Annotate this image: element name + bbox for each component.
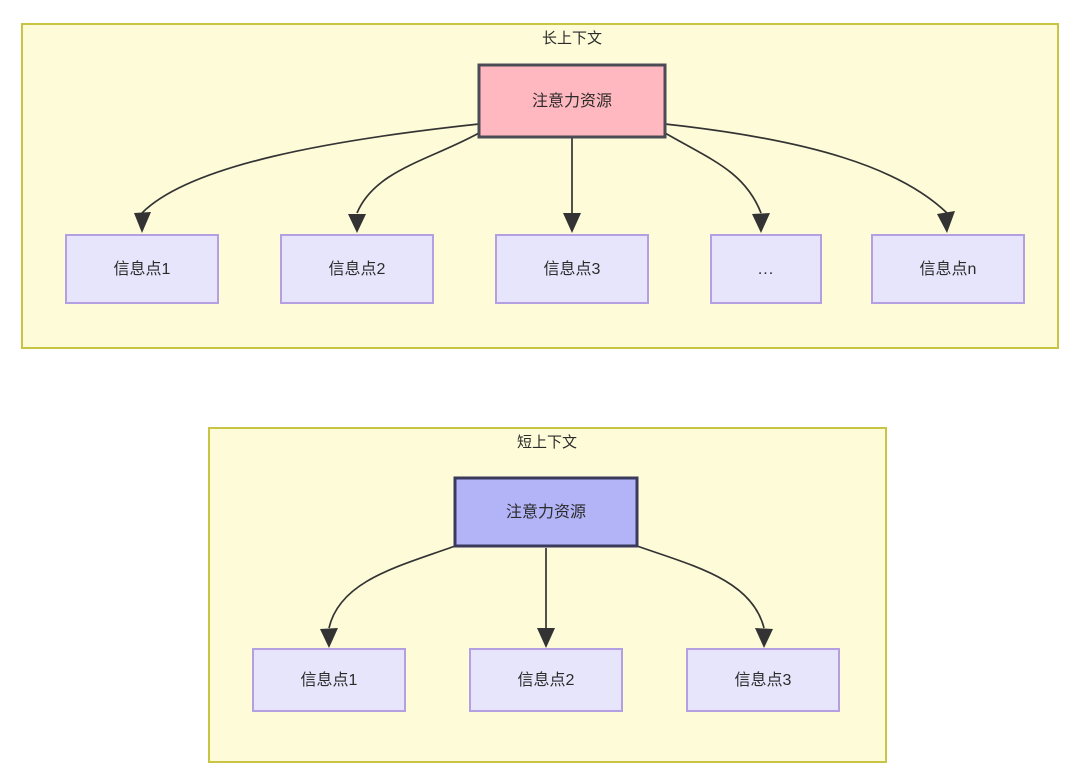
node-info-point-2-short[interactable]: 信息点2	[469, 648, 623, 712]
node-info-point-2-short-rect[interactable]	[469, 648, 623, 712]
node-info-point-1-long-label: 信息点1	[114, 260, 171, 278]
arrowhead-info-3-short	[755, 628, 773, 648]
edge-root-to-info-3-short	[636, 545, 765, 629]
container-title-short-context: 短上下文	[517, 434, 577, 451]
node-info-point-ellipsis-long[interactable]: ...	[710, 234, 822, 304]
node-attention-resource-short-rect[interactable]	[453, 476, 639, 548]
node-info-point-2-long-label: 信息点2	[329, 260, 386, 278]
node-attention-resource-long-rect[interactable]	[477, 63, 667, 139]
arrowhead-info-ellipsis	[752, 213, 770, 233]
node-info-point-2-long-rect[interactable]	[280, 234, 434, 304]
node-info-point-n-long-rect[interactable]	[871, 234, 1025, 304]
arrowhead-info-1	[134, 212, 151, 233]
node-info-point-n-long[interactable]: 信息点n	[871, 234, 1025, 304]
node-info-point-3-short-rect[interactable]	[686, 648, 840, 712]
edges-short-context	[320, 545, 773, 648]
node-info-point-1-long[interactable]: 信息点1	[65, 234, 219, 304]
arrowhead-info-2-short	[537, 628, 555, 648]
node-info-point-3-long-rect[interactable]	[495, 234, 649, 304]
group-short-context: 短上下文 注意力资源 信息点1 信息点2	[208, 427, 887, 763]
node-info-point-ellipsis-long-label: ...	[758, 261, 774, 278]
node-info-point-2-short-label: 信息点2	[518, 671, 575, 689]
edge-root-to-info-n	[664, 123, 948, 214]
edge-root-to-info-2	[356, 132, 480, 214]
node-info-point-1-short[interactable]: 信息点1	[252, 648, 406, 712]
arrowhead-info-1-short	[320, 628, 338, 648]
node-info-point-1-short-label: 信息点1	[301, 671, 358, 689]
group-long-context: 长上下文 注意力资源 信息点1	[21, 23, 1059, 349]
node-attention-resource-short-label: 注意力资源	[506, 502, 586, 521]
node-attention-resource-long-label: 注意力资源	[532, 91, 612, 110]
node-attention-resource-short[interactable]: 注意力资源	[453, 476, 639, 548]
node-info-point-3-short[interactable]: 信息点3	[686, 648, 840, 712]
node-info-point-3-long[interactable]: 信息点3	[495, 234, 649, 304]
node-info-point-3-long-label: 信息点3	[544, 260, 601, 278]
edge-root-to-info-ellipsis	[664, 132, 762, 214]
node-attention-resource-long[interactable]: 注意力资源	[477, 63, 667, 139]
node-info-point-1-long-rect[interactable]	[65, 234, 219, 304]
node-info-point-3-short-label: 信息点3	[735, 671, 792, 689]
node-info-point-1-short-rect[interactable]	[252, 648, 406, 712]
node-info-point-ellipsis-long-rect[interactable]	[710, 234, 822, 304]
edge-root-to-info-1	[141, 123, 480, 214]
node-info-point-2-long[interactable]: 信息点2	[280, 234, 434, 304]
node-info-point-n-long-label: 信息点n	[920, 260, 977, 278]
arrowhead-info-2	[348, 214, 366, 233]
edge-root-to-info-1-short	[328, 545, 456, 629]
arrowhead-info-n	[937, 211, 955, 233]
container-title-long-context: 长上下文	[542, 30, 602, 47]
edges-long-context	[134, 123, 955, 233]
arrowhead-info-3	[563, 213, 581, 233]
